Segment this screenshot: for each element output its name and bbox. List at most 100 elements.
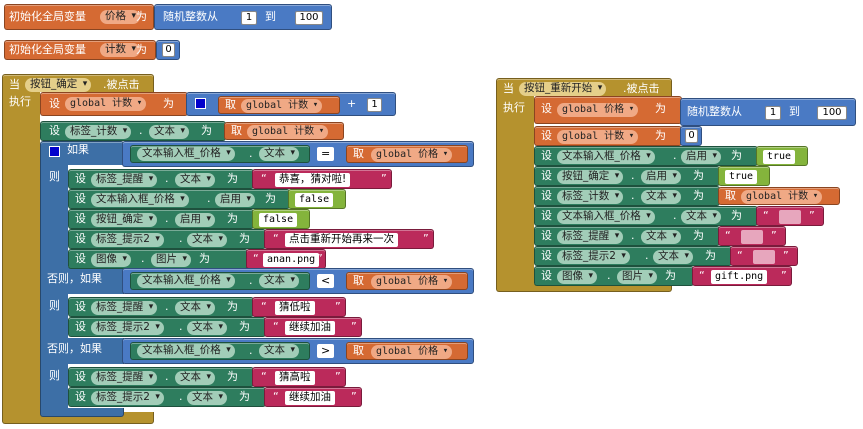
get-var-dropdown[interactable]: global 计数	[247, 125, 329, 139]
set-ok-enabled-block[interactable]: 设 按钮_确定 . 启用 为	[68, 209, 254, 229]
text-block[interactable]: “ 恭喜，猜对啦! ”	[252, 169, 392, 189]
mutator-icon[interactable]	[49, 146, 60, 157]
set-label-count-text-block[interactable]: 设 标签_计数 . 文本 为	[534, 186, 720, 206]
event-component-dropdown[interactable]: 按钮_确定	[25, 78, 92, 92]
compare-operator[interactable]: =	[317, 147, 335, 161]
compare-operator[interactable]: <	[317, 274, 335, 288]
set-global-count-block[interactable]: 设 global 计数 为	[40, 92, 188, 116]
component-dropdown[interactable]: 标签_提醒	[557, 230, 624, 244]
set-label-count-text-block[interactable]: 设 标签_计数 . 文本 为	[40, 121, 226, 141]
set-global-price-block[interactable]: 设 global 价格 为	[534, 96, 682, 124]
get-var-dropdown[interactable]: global 计数	[241, 99, 323, 113]
get-var-dropdown[interactable]: global 价格	[371, 148, 453, 162]
component-dropdown[interactable]: 文本输入框_价格	[137, 147, 235, 161]
text-block[interactable]: “ gift.png ”	[692, 266, 792, 286]
set-global-count-block[interactable]: 设 global 计数 为	[534, 126, 682, 146]
set-var-dropdown[interactable]: global 计数	[65, 97, 147, 111]
text-value[interactable]	[779, 210, 801, 224]
event-component-dropdown[interactable]: 按钮_重新开始	[519, 82, 607, 96]
text-value[interactable]	[753, 250, 775, 264]
component-dropdown[interactable]: 标签_提醒	[91, 371, 158, 385]
empty-text-block[interactable]: “ ”	[718, 226, 786, 246]
random-integer-block[interactable]: 随机整数从 1 到 100	[680, 98, 856, 126]
get-global-count-block[interactable]: 取 global 计数	[224, 122, 344, 140]
boolean-value[interactable]: true	[725, 170, 758, 184]
text-value[interactable]: 继续加油	[285, 321, 335, 335]
set-var-dropdown[interactable]: global 价格	[557, 103, 639, 117]
property-dropdown[interactable]: 启用	[681, 150, 721, 164]
property-dropdown[interactable]: 文本	[175, 301, 215, 315]
textbox-price-text-getter[interactable]: 文本输入框_价格 . 文本	[130, 272, 310, 290]
property-dropdown[interactable]: 启用	[175, 213, 215, 227]
text-value[interactable]: gift.png	[711, 270, 768, 284]
text-block[interactable]: “ anan.png ”	[246, 249, 326, 269]
set-textbox-enabled-block[interactable]: 设 文本输入框_价格 . 启用 为	[68, 189, 290, 209]
component-dropdown[interactable]: 文本输入框_价格	[137, 344, 235, 358]
property-dropdown[interactable]: 文本	[259, 274, 299, 288]
set-image-picture-block[interactable]: 设 图像 . 图片 为	[534, 266, 694, 286]
get-var-dropdown[interactable]: global 价格	[371, 275, 453, 289]
property-dropdown[interactable]: 图片	[617, 270, 657, 284]
boolean-block[interactable]: false	[252, 209, 310, 229]
random-from-value[interactable]: 1	[765, 106, 781, 120]
component-dropdown[interactable]: 文本输入框_价格	[557, 150, 655, 164]
get-global-price-block[interactable]: 取 global 价格	[346, 342, 468, 360]
count-initial-value[interactable]: 0	[162, 43, 175, 57]
number-value[interactable]: 0	[685, 129, 698, 143]
random-to-value[interactable]: 100	[817, 106, 847, 120]
property-dropdown[interactable]: 文本	[681, 210, 721, 224]
compare-operator[interactable]: >	[317, 344, 335, 358]
random-to-value[interactable]: 100	[295, 11, 323, 25]
property-dropdown[interactable]: 文本	[259, 344, 299, 358]
init-global-count-block[interactable]: 初始化全局变量 计数 为	[4, 40, 156, 60]
component-dropdown[interactable]: 图像	[557, 270, 597, 284]
mutator-icon[interactable]	[195, 98, 206, 109]
get-var-dropdown[interactable]: global 价格	[371, 345, 453, 359]
text-value[interactable]: 继续加油	[285, 391, 335, 405]
boolean-value[interactable]: false	[259, 213, 298, 227]
component-dropdown[interactable]: 按钮_确定	[91, 213, 158, 227]
property-dropdown[interactable]: 文本	[187, 233, 227, 247]
component-dropdown[interactable]: 按钮_确定	[557, 170, 624, 184]
set-textbox-text-block[interactable]: 设 文本输入框_价格 . 文本 为	[534, 206, 758, 226]
property-dropdown[interactable]: 文本	[641, 230, 681, 244]
empty-text-block[interactable]: “ ”	[730, 246, 798, 266]
set-remind-text-block[interactable]: 设 标签_提醒 . 文本 为	[68, 297, 254, 317]
set-var-dropdown[interactable]: global 计数	[557, 130, 639, 144]
get-global-count-block[interactable]: 取 global 计数	[718, 187, 840, 205]
component-dropdown[interactable]: 文本输入框_价格	[137, 274, 235, 288]
random-integer-block[interactable]: 随机整数从 1 到 100	[154, 4, 332, 30]
init-global-price-block[interactable]: 初始化全局变量 价格 为	[4, 4, 154, 30]
component-dropdown[interactable]: 图像	[91, 253, 131, 267]
textbox-price-text-getter[interactable]: 文本输入框_价格 . 文本	[130, 342, 310, 360]
add-value[interactable]: 1	[367, 98, 382, 112]
number-block[interactable]: 0	[156, 40, 180, 60]
text-block[interactable]: “ 点击重新开始再来一次 ”	[264, 229, 434, 249]
component-dropdown[interactable]: 标签_提示2	[557, 250, 630, 264]
property-dropdown[interactable]: 启用	[215, 193, 255, 207]
global-name-dropdown[interactable]: 计数	[100, 43, 140, 57]
property-dropdown[interactable]: 文本	[653, 250, 693, 264]
set-remind-text-block[interactable]: 设 标签_提醒 . 文本 为	[534, 226, 720, 246]
component-dropdown[interactable]: 文本输入框_价格	[91, 193, 189, 207]
property-dropdown[interactable]: 图片	[151, 253, 191, 267]
boolean-value[interactable]: true	[763, 150, 796, 164]
property-dropdown[interactable]: 文本	[187, 321, 227, 335]
component-dropdown[interactable]: 标签_提醒	[91, 173, 158, 187]
textbox-price-text-getter[interactable]: 文本输入框_价格 . 文本	[130, 145, 310, 163]
text-block[interactable]: “ 猜低啦 ”	[252, 297, 346, 317]
component-dropdown[interactable]: 标签_提醒	[91, 301, 158, 315]
boolean-block[interactable]: true	[756, 146, 808, 166]
set-remind-text-block[interactable]: 设 标签_提醒 . 文本 为	[68, 169, 254, 189]
boolean-block[interactable]: true	[718, 166, 770, 186]
get-global-count-block[interactable]: 取 global 计数	[218, 96, 340, 114]
text-value[interactable]: 点击重新开始再来一次	[285, 233, 398, 247]
set-remind-text-block[interactable]: 设 标签_提醒 . 文本 为	[68, 367, 254, 387]
property-dropdown[interactable]: 文本	[149, 125, 189, 139]
number-block[interactable]: 0	[680, 126, 702, 146]
set-image-picture-block[interactable]: 设 图像 . 图片 为	[68, 249, 248, 269]
property-dropdown[interactable]: 文本	[175, 371, 215, 385]
text-value[interactable]: 猜高啦	[275, 371, 315, 385]
component-dropdown[interactable]: 标签_计数	[557, 190, 624, 204]
global-name-dropdown[interactable]: 价格	[100, 10, 140, 24]
